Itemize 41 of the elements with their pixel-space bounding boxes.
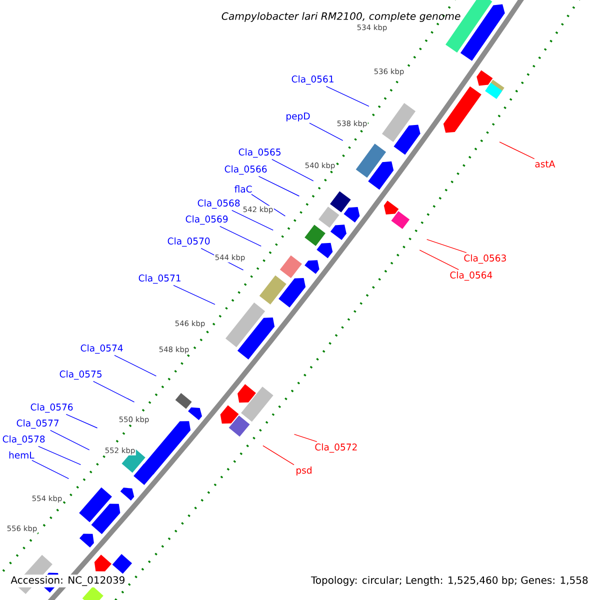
genome-info-text: Topology: circular; Length: 1,525,460 bp; Genes: 1,558 [310,574,590,588]
gene-label: Cla_0564 [450,271,492,281]
gene-label: Cla_0572 [315,443,357,453]
leader-line [309,122,344,141]
gene-label: Cla_0568 [198,199,240,209]
gene-label: Cla_0571 [138,274,180,284]
leader-line [66,414,98,428]
gene-label: Cla_0569 [186,215,228,225]
title: Campylobacter lari RM2100, complete genome [222,12,460,22]
gene-label: Cla_0570 [168,237,210,247]
gene-label: Cla_0565 [238,148,280,158]
leader-line [294,434,318,442]
accession-text: Accession: NC_012039 [9,574,127,588]
leader-line [499,142,535,160]
gene-label: Cla_0566 [224,165,267,175]
leader-line [272,158,314,182]
gene-label: Cla_0575 [60,370,102,380]
gene-label: Cla_0576 [30,403,73,413]
gene-label: Cla_0563 [464,254,506,264]
gene-label: Cla_0574 [80,344,123,354]
leader-line [258,176,300,196]
leader-line [262,445,294,466]
leader-line [173,284,216,305]
leader-line [50,430,90,450]
leader-line [32,460,70,480]
gene-label: Cla_0578 [2,435,45,445]
gene-label: pepD [286,112,310,122]
gene-label: astA [535,160,556,168]
gene-label: Cla_0577 [16,419,59,429]
leader-line [326,86,370,107]
leader-line [220,226,262,247]
leader-line [92,380,135,402]
gene-label: hemL [9,451,34,459]
gene-label: flaC [234,185,252,193]
leader-line [419,250,459,270]
leader-line [38,446,82,466]
gene-label: Cla_0561 [292,75,334,85]
leader-line [426,239,467,254]
leader-line [114,354,157,376]
leader-line [232,210,274,231]
gene-label: psd [296,466,312,476]
